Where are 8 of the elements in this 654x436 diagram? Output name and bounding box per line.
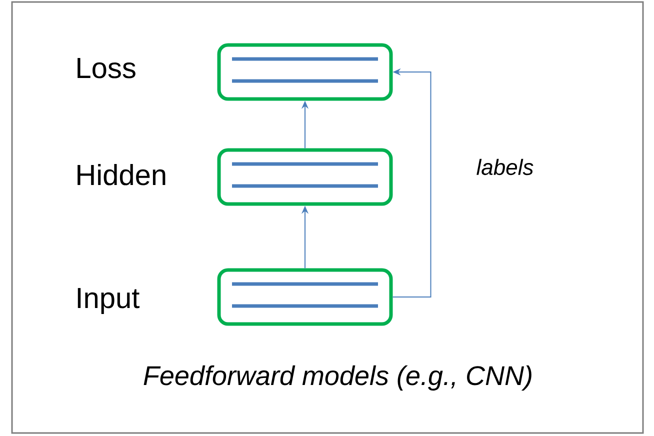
caption: Feedforward models (e.g., CNN)	[144, 365, 532, 391]
layer-label: Loss	[78, 58, 136, 78]
layer-box	[217, 43, 393, 101]
layer-label: Input	[78, 288, 140, 314]
edge-label: labels	[476, 158, 534, 176]
layer-box	[217, 268, 393, 326]
layer-box	[217, 148, 393, 206]
layer-label: Hidden	[78, 164, 166, 186]
